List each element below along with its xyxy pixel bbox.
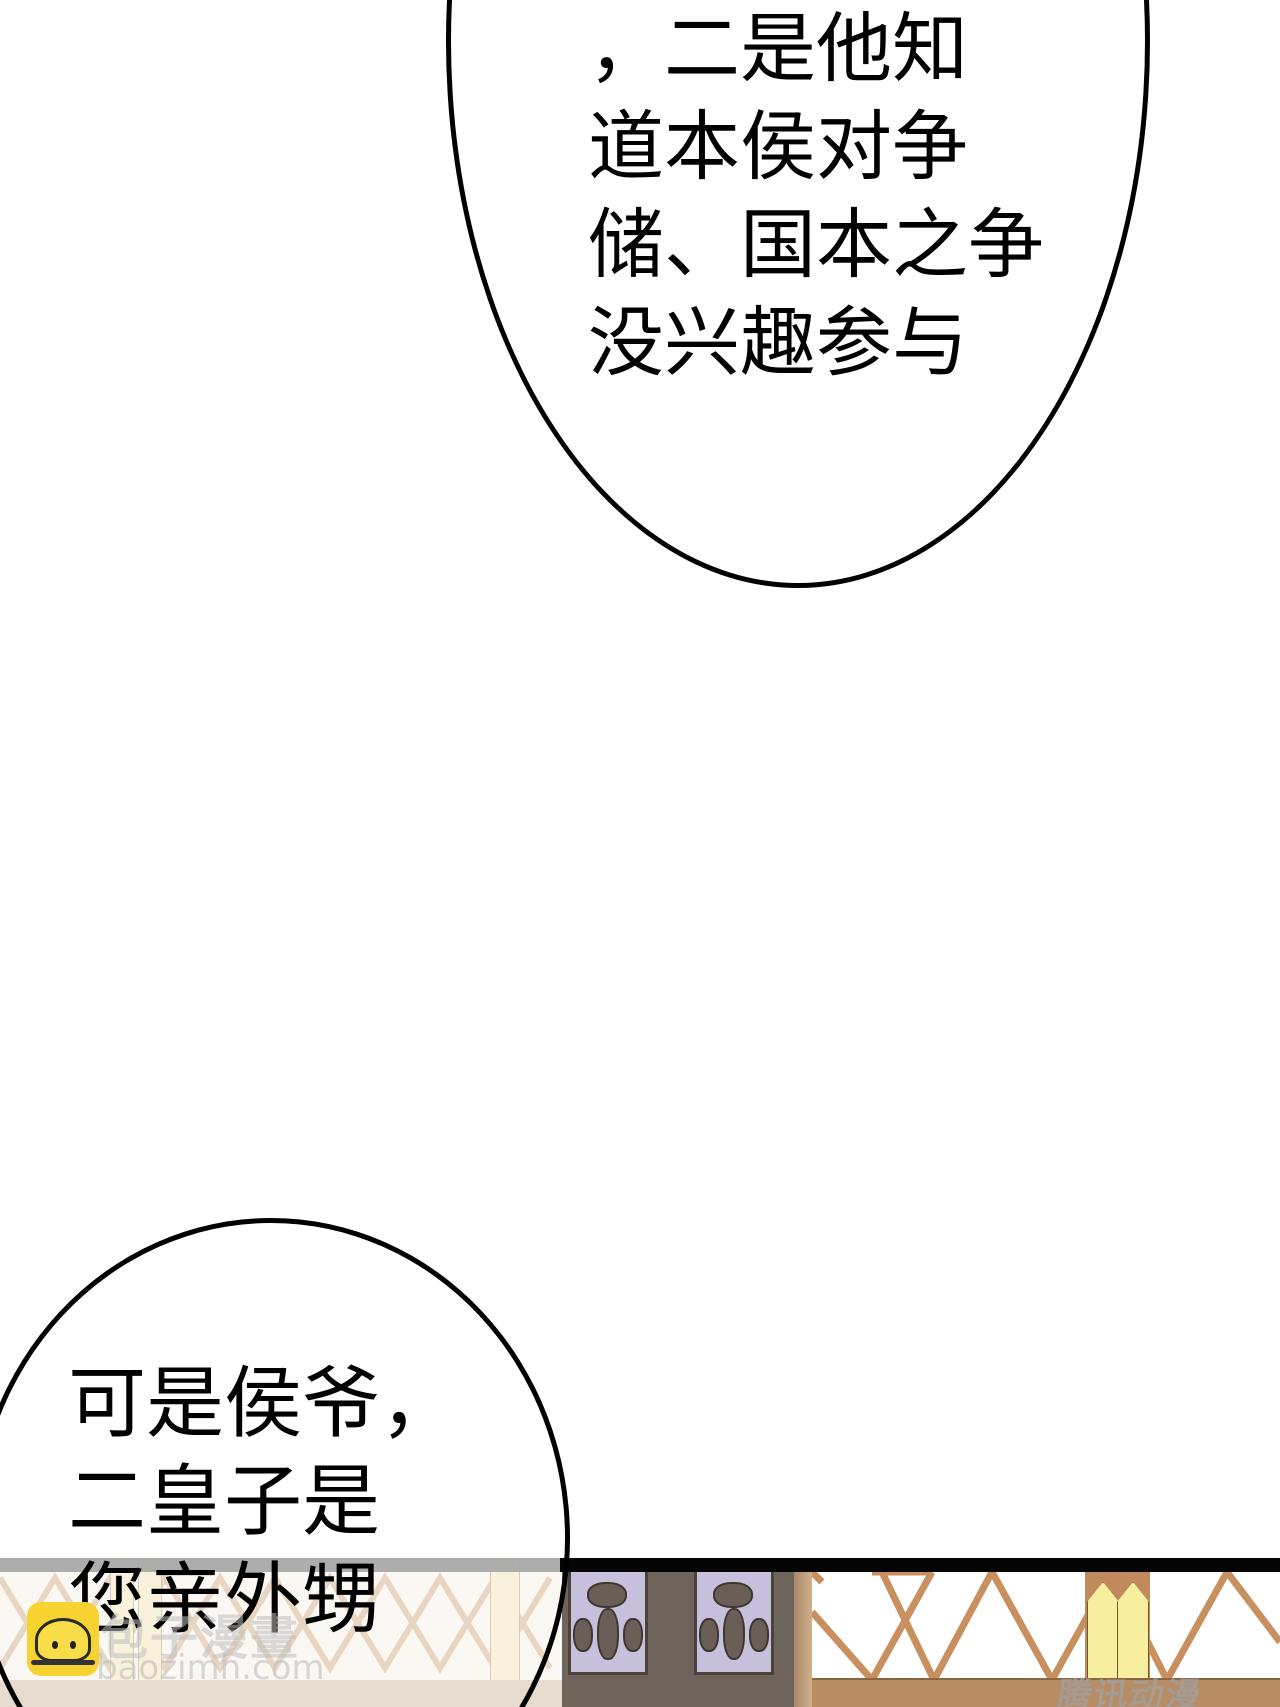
dialogue-line: 二皇子是 <box>68 1457 381 1547</box>
floor-rail <box>812 1678 1280 1707</box>
bun-plate <box>31 1660 95 1665</box>
watermark-url: baozimh.com <box>96 1648 325 1688</box>
door-leaf-right <box>674 1572 798 1707</box>
door-panel-carving <box>694 1572 774 1675</box>
bun-shape <box>35 1618 91 1662</box>
dialogue-line: 储、国本之争 <box>588 200 1044 289</box>
dialogue-line: 您亲外甥 <box>68 1555 381 1645</box>
door-leaf-left <box>562 1572 686 1707</box>
eye-right <box>70 1641 76 1649</box>
dialogue-line: ，二是他知 <box>588 4 968 93</box>
dialogue-text-bottom: 可是侯爷， 二皇子是 您亲外甥 <box>68 1355 458 1649</box>
door-panel-carving <box>568 1572 648 1675</box>
publisher-watermark: 腾讯动漫 <box>1054 1676 1205 1707</box>
carved-door <box>562 1572 812 1707</box>
door-post <box>794 1572 812 1707</box>
lattice-window-right <box>812 1572 1280 1707</box>
dialogue-text-top: ，二是他知 道本侯对争 储、国本之争 没兴趣参与 <box>588 0 1044 392</box>
dialogue-line: 道本侯对争 <box>588 102 968 191</box>
panel-border-black <box>560 1558 1280 1572</box>
eye-left <box>52 1641 58 1649</box>
dialogue-line: 可是侯爷， <box>68 1359 459 1449</box>
baozi-bun-icon <box>27 1602 99 1676</box>
dialogue-line: 没兴趣参与 <box>588 298 968 387</box>
watermark-title: 包子漫畫 <box>100 1610 301 1666</box>
